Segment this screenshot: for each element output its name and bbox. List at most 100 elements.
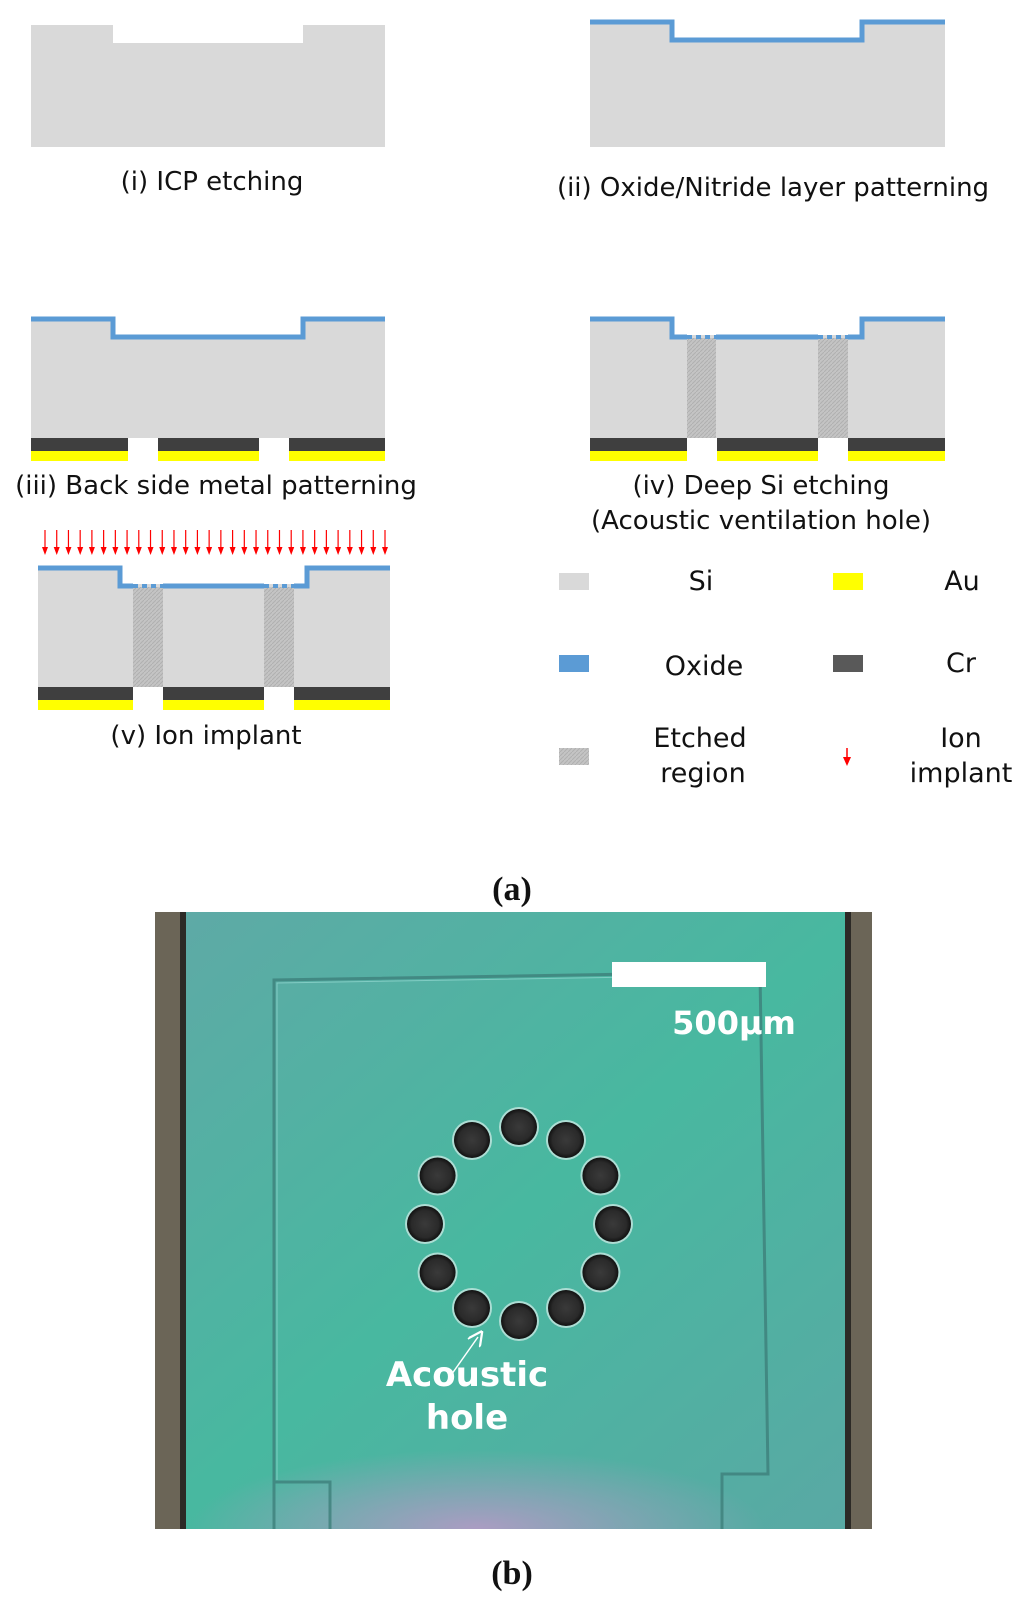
- legend-swatch-au: [833, 573, 863, 590]
- etched-hole: [818, 338, 848, 438]
- ion-arrow: [217, 530, 224, 555]
- membrane-outline: [272, 970, 770, 1529]
- metal-pads: [38, 687, 390, 710]
- oxide-layer: [590, 19, 945, 43]
- ion-arrow: [241, 530, 248, 555]
- ion-arrow: [370, 530, 377, 555]
- acoustic-hole: [595, 1206, 631, 1242]
- acoustic-hole: [454, 1121, 490, 1158]
- step-4-label-2: (Acoustic ventilation hole): [591, 506, 931, 536]
- step-4-label: (iv) Deep Si etching: [632, 471, 889, 501]
- si-substrate: [31, 317, 385, 438]
- step-3-back-metal: (iii) Back side metal patterning: [15, 316, 417, 501]
- ion-arrow: [358, 530, 365, 555]
- ion-arrow: [77, 530, 84, 555]
- scale-bar-label: 500μm: [672, 1004, 796, 1042]
- acoustic-hole-label-2: hole: [426, 1398, 508, 1438]
- ion-arrow: [323, 530, 330, 555]
- ion-arrow: [276, 530, 283, 555]
- acoustic-hole: [454, 1290, 490, 1327]
- legend-swatch-cr: [833, 655, 863, 672]
- acoustic-hole: [501, 1303, 537, 1339]
- annotation-arrow: [448, 1337, 478, 1379]
- legend-au-label: Au: [944, 566, 980, 597]
- acoustic-hole-ring: [405, 1107, 633, 1341]
- etched-hole: [133, 587, 163, 687]
- etched-hole: [264, 587, 294, 687]
- ion-arrow: [253, 530, 260, 555]
- ion-arrow: [194, 530, 201, 555]
- panel-a: (i) ICP etching (ii) Oxide/Nitride layer…: [15, 19, 1012, 908]
- ion-arrow: [65, 530, 72, 555]
- ion-arrow: [229, 530, 236, 555]
- ion-implant-arrows: [42, 530, 388, 555]
- ion-arrow: [53, 530, 60, 555]
- membrane-highlight: [276, 974, 758, 1480]
- si-substrate: [590, 317, 945, 438]
- legend-swatch-etched: [559, 748, 589, 765]
- legend-ion-arrow-icon: [843, 748, 851, 766]
- chip-edge-left-inner: [180, 912, 186, 1529]
- ion-arrow: [264, 530, 271, 555]
- step-3-label: (iii) Back side metal patterning: [15, 471, 417, 501]
- ion-arrow: [159, 530, 166, 555]
- ion-arrow: [135, 530, 142, 555]
- chip-edge-right-inner: [845, 912, 851, 1529]
- ion-arrow: [346, 530, 353, 555]
- acoustic-hole-label-1: Acoustic: [386, 1355, 548, 1395]
- legend: Si Au Oxide Cr Etched region Ion implant: [559, 566, 1012, 789]
- acoustic-hole: [548, 1290, 584, 1327]
- step-1-icp-etching: (i) ICP etching: [31, 25, 385, 197]
- ion-arrow: [382, 530, 388, 555]
- acoustic-hole: [582, 1254, 619, 1291]
- ion-arrow: [170, 530, 177, 555]
- scale-bar: [612, 962, 766, 987]
- panel-b-micrograph: 500μm Acoustic hole: [155, 912, 872, 1529]
- acoustic-hole: [419, 1157, 456, 1194]
- acoustic-hole: [501, 1109, 537, 1145]
- ion-arrow: [88, 530, 95, 555]
- step-2-oxide-patterning: (ii) Oxide/Nitride layer patterning: [557, 19, 989, 203]
- panel-a-label: (a): [492, 871, 532, 908]
- legend-si-label: Si: [689, 566, 714, 597]
- etched-hole: [687, 338, 716, 438]
- legend-ion-label-2: implant: [910, 758, 1013, 789]
- legend-swatch-oxide: [559, 655, 589, 672]
- legend-etched-label-1: Etched: [653, 723, 746, 754]
- acoustic-hole: [548, 1121, 584, 1158]
- ion-arrow: [100, 530, 107, 555]
- step-5-ion-implant: (v) Ion implant: [38, 530, 390, 751]
- si-substrate: [31, 25, 385, 147]
- panel-b-label: (b): [491, 1555, 533, 1592]
- legend-etched-label-2: region: [660, 758, 745, 789]
- legend-ion-label-1: Ion: [940, 723, 982, 754]
- ion-arrow: [299, 530, 306, 555]
- ion-arrow: [335, 530, 342, 555]
- legend-swatch-si: [559, 573, 589, 590]
- ion-arrow: [112, 530, 119, 555]
- si-substrate: [590, 20, 945, 147]
- legend-cr-label: Cr: [946, 648, 977, 679]
- acoustic-hole: [419, 1254, 456, 1291]
- chip-edge-right: [849, 912, 872, 1529]
- step-4-deep-si-etching: (iv) Deep Si etching (Acoustic ventilati…: [590, 316, 945, 536]
- ion-arrow: [311, 530, 318, 555]
- oxide-layer: [31, 316, 385, 340]
- step-2-label: (ii) Oxide/Nitride layer patterning: [557, 173, 989, 203]
- ion-arrow: [124, 530, 131, 555]
- si-substrate: [38, 566, 390, 687]
- legend-oxide-label: Oxide: [665, 651, 743, 682]
- ion-arrow: [182, 530, 189, 555]
- ion-arrow: [147, 530, 154, 555]
- ion-arrow: [206, 530, 213, 555]
- oxide-layer: [590, 316, 945, 340]
- step-5-label: (v) Ion implant: [110, 721, 301, 751]
- ion-arrow: [288, 530, 295, 555]
- ion-arrow: [42, 530, 48, 555]
- oxide-layer: [38, 565, 390, 589]
- acoustic-hole: [407, 1206, 443, 1242]
- metal-pads: [31, 438, 385, 461]
- step-1-label: (i) ICP etching: [121, 167, 304, 197]
- metal-pads: [590, 438, 945, 461]
